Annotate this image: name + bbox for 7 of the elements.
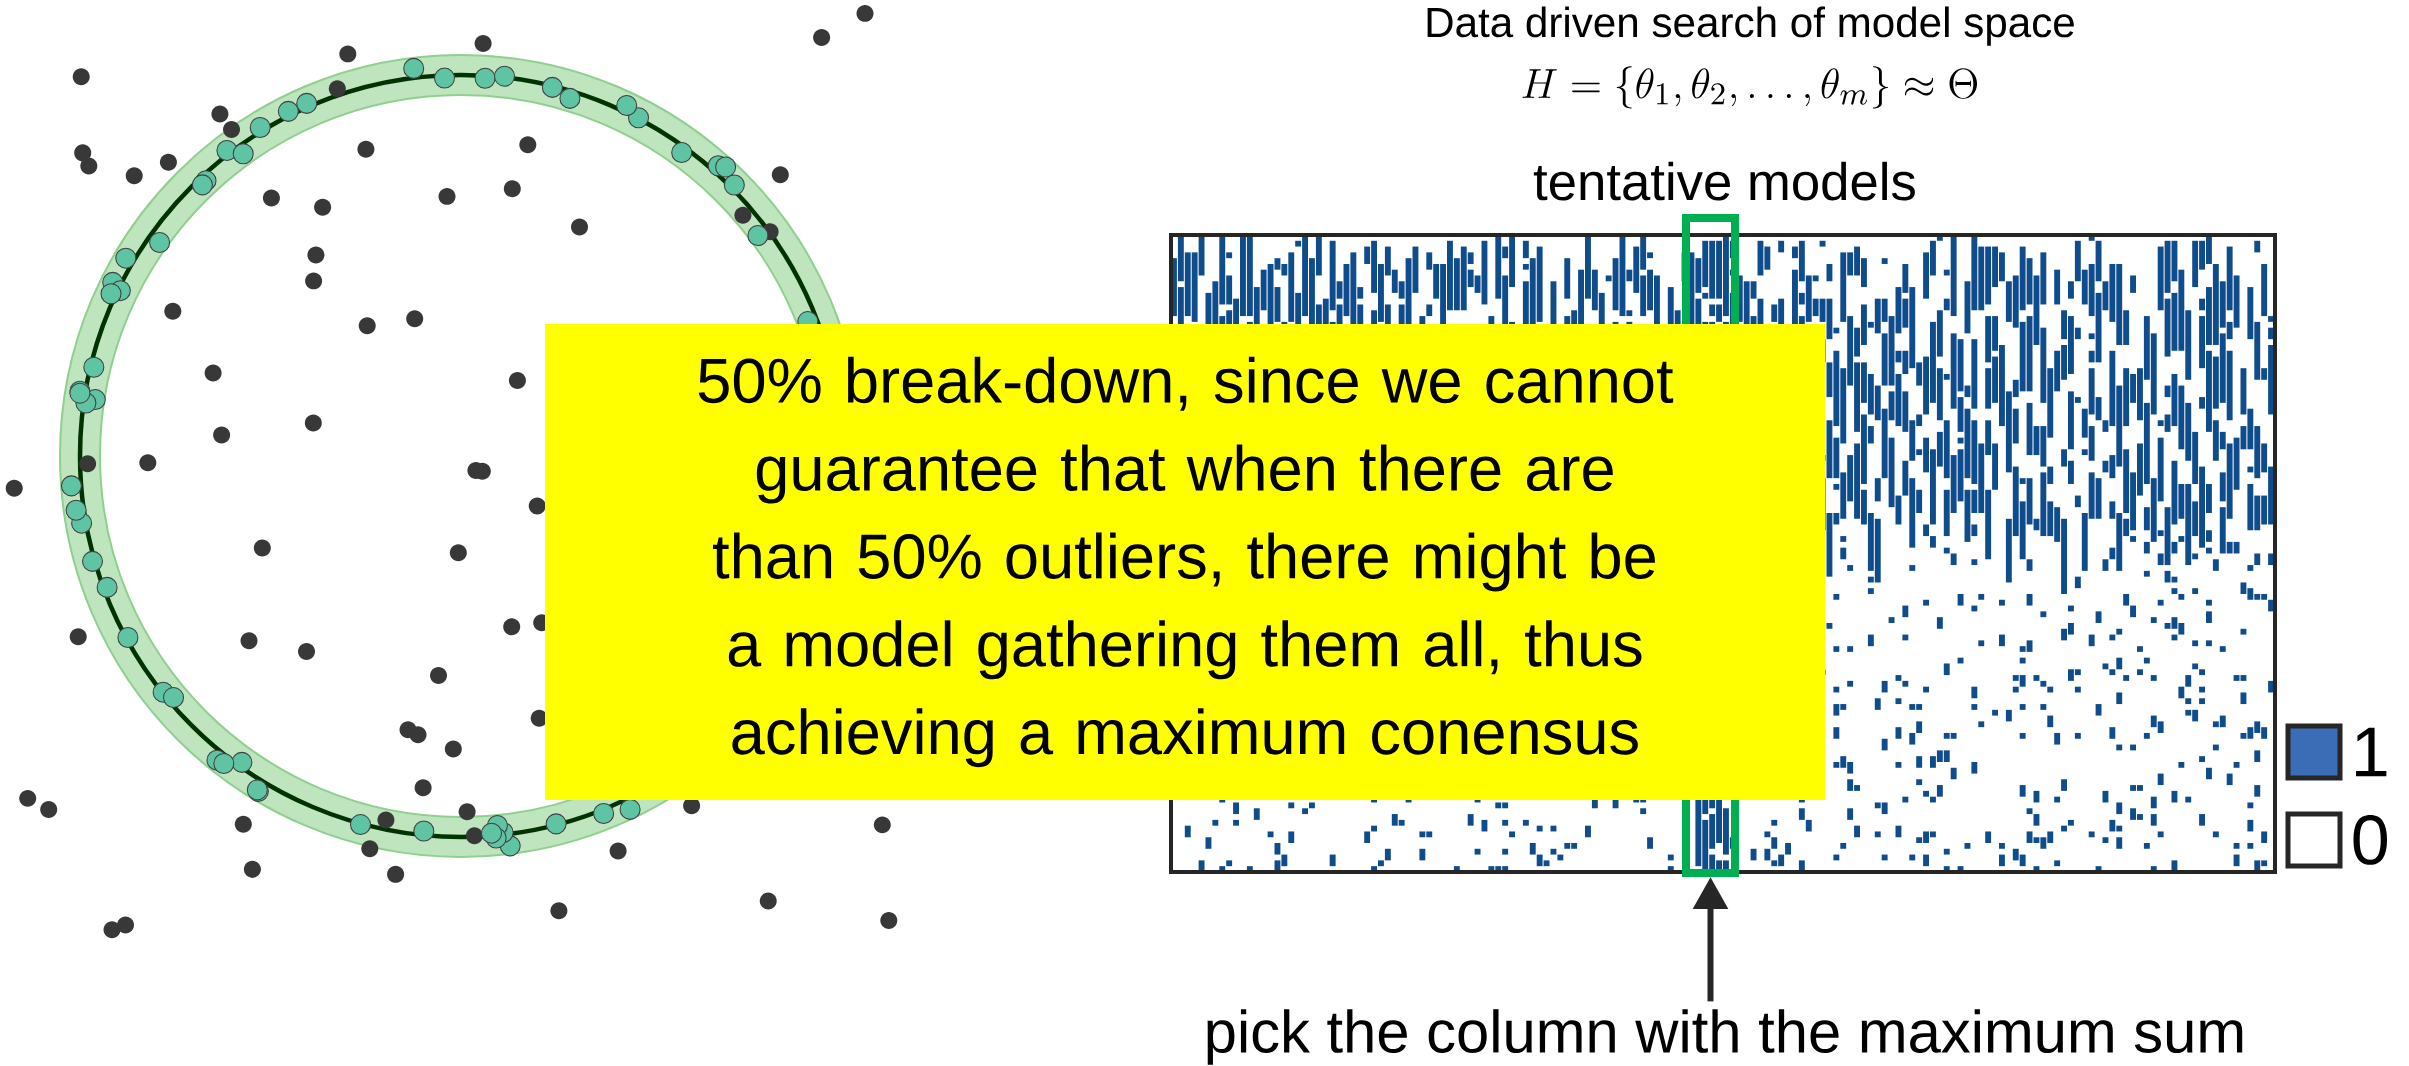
legend-label: 1 xyxy=(2356,727,2387,777)
formula: $H=\{\theta_1,\theta_2,\ldots,\theta_m\}\approx\Theta$ xyxy=(1522,66,1978,109)
caption: pick the column with the maximum sum xyxy=(1207,1009,2243,1065)
title: Data driven search of model space xyxy=(1427,6,2074,46)
heading: tentative models xyxy=(1533,161,1915,201)
legend-label: 0 xyxy=(2353,815,2388,865)
note-box: 50% break-down, since we cannot guarantee that when there are than 50% outliers, there might be a model gathering them all, thus achieving a maximum conensus xyxy=(545,324,1825,800)
